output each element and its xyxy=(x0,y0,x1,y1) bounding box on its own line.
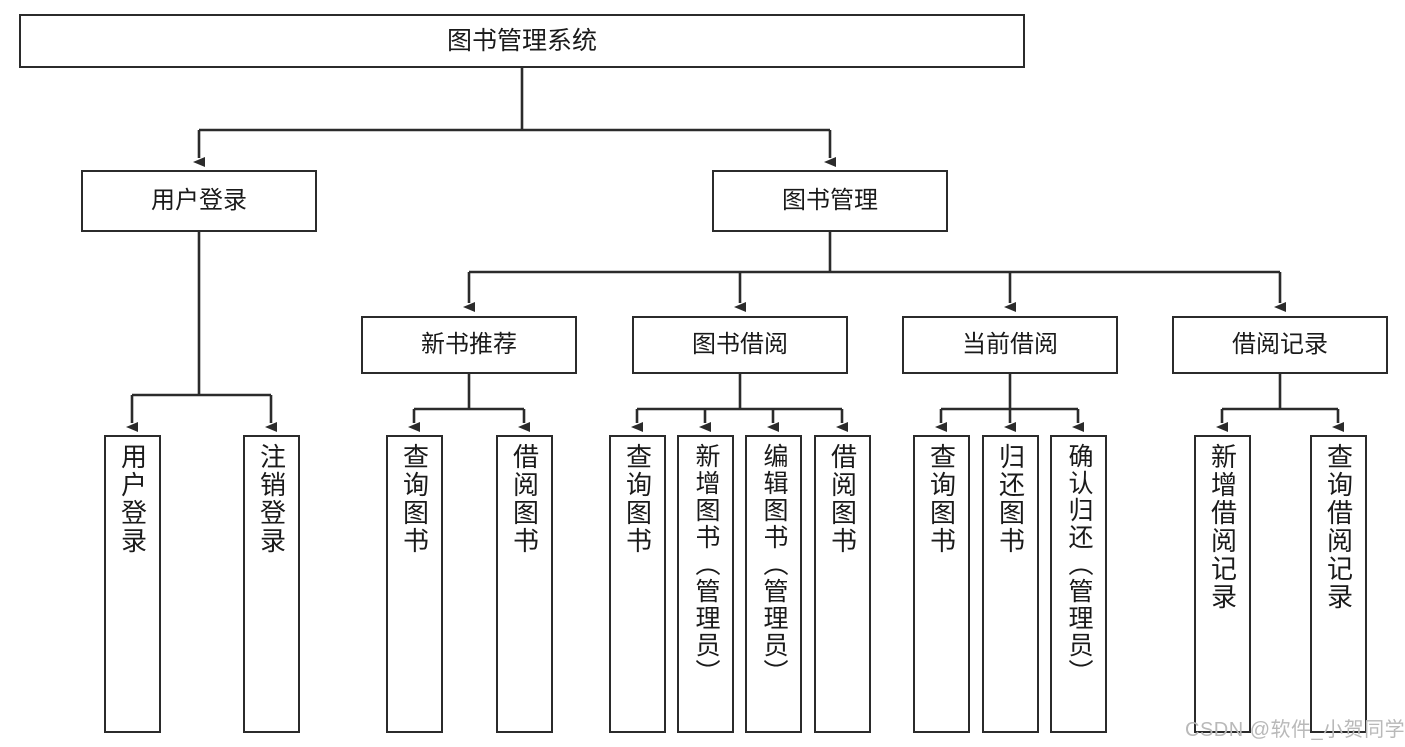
node-current-borrow-label: 当前借阅 xyxy=(962,330,1058,358)
leaf-borrow-book-1[interactable]: 借阅图书 xyxy=(496,435,553,733)
node-book-manage[interactable]: 图书管理 xyxy=(712,170,948,232)
leaf-user-logout[interactable]: 注销登录 xyxy=(243,435,300,733)
leaf-query-book-2[interactable]: 查询图书 xyxy=(609,435,666,733)
leaf-edit-book[interactable]: 编辑图书（管理员） xyxy=(745,435,802,733)
leaf-edit-book-label: 编辑图书（管理员） xyxy=(760,443,788,686)
leaf-query-book-1[interactable]: 查询图书 xyxy=(386,435,443,733)
watermark: CSDN @软件_小贺同学 xyxy=(1185,719,1405,741)
leaf-borrow-book-2[interactable]: 借阅图书 xyxy=(814,435,871,733)
node-new-book-rec[interactable]: 新书推荐 xyxy=(361,316,577,374)
leaf-confirm-return[interactable]: 确认归还（管理员） xyxy=(1050,435,1107,733)
node-user-login[interactable]: 用户登录 xyxy=(81,170,317,232)
leaf-query-record-label: 查询借阅记录 xyxy=(1323,443,1354,611)
leaf-borrow-book-1-label: 借阅图书 xyxy=(509,443,540,555)
leaf-user-login-label: 用户登录 xyxy=(117,443,148,555)
node-root[interactable]: 图书管理系统 xyxy=(19,14,1025,68)
leaf-query-book-2-label: 查询图书 xyxy=(622,443,653,555)
leaf-return-book-label: 归还图书 xyxy=(995,443,1026,555)
node-borrow-record[interactable]: 借阅记录 xyxy=(1172,316,1388,374)
node-book-borrow[interactable]: 图书借阅 xyxy=(632,316,848,374)
leaf-add-record-label: 新增借阅记录 xyxy=(1207,443,1238,611)
leaf-add-book[interactable]: 新增图书（管理员） xyxy=(677,435,734,733)
leaf-query-book-1-label: 查询图书 xyxy=(399,443,430,555)
leaf-add-record[interactable]: 新增借阅记录 xyxy=(1194,435,1251,733)
node-borrow-record-label: 借阅记录 xyxy=(1232,330,1328,358)
node-book-manage-label: 图书管理 xyxy=(782,186,878,214)
leaf-query-record[interactable]: 查询借阅记录 xyxy=(1310,435,1367,733)
node-current-borrow[interactable]: 当前借阅 xyxy=(902,316,1118,374)
leaf-confirm-return-label: 确认归还（管理员） xyxy=(1065,443,1093,686)
leaf-user-login[interactable]: 用户登录 xyxy=(104,435,161,733)
node-new-book-rec-label: 新书推荐 xyxy=(421,330,517,358)
leaf-return-book[interactable]: 归还图书 xyxy=(982,435,1039,733)
leaf-borrow-book-2-label: 借阅图书 xyxy=(827,443,858,555)
leaf-add-book-label: 新增图书（管理员） xyxy=(692,443,720,686)
leaf-query-book-3-label: 查询图书 xyxy=(926,443,957,555)
leaf-user-logout-label: 注销登录 xyxy=(256,443,287,555)
node-book-borrow-label: 图书借阅 xyxy=(692,330,788,358)
leaf-query-book-3[interactable]: 查询图书 xyxy=(913,435,970,733)
node-user-login-label: 用户登录 xyxy=(151,186,247,214)
node-root-label: 图书管理系统 xyxy=(446,27,597,55)
